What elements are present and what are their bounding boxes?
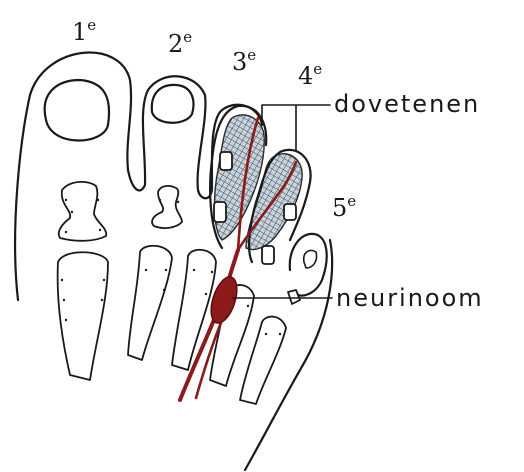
toe4-phalanx-a <box>284 204 296 220</box>
toe-label-1: 1e <box>72 16 96 46</box>
toe1-nail <box>45 80 109 141</box>
toe2-nail <box>152 85 194 123</box>
label-neurinoom: neurinoom <box>336 284 484 312</box>
toe4-phalanx-b <box>262 246 274 264</box>
metatarsal-2 <box>128 246 172 360</box>
toe3-phalanx-a <box>220 152 232 170</box>
label-dovetenen: dovetenen <box>334 90 480 118</box>
toe2-phalanx <box>152 186 182 228</box>
metatarsal-1 <box>58 252 108 380</box>
callout-line-dovetenen <box>262 105 330 150</box>
toe5-nail <box>304 250 317 268</box>
toe-label-3: 3e <box>232 46 256 76</box>
metatarsal-5 <box>240 317 286 404</box>
toe-label-5: 5e <box>332 192 356 222</box>
toe5 <box>290 234 327 296</box>
toe5-joint <box>288 290 300 304</box>
toe-label-4: 4e <box>298 60 322 90</box>
toe-label-2: 2e <box>168 28 192 58</box>
toe3-phalanx-b <box>214 202 226 222</box>
